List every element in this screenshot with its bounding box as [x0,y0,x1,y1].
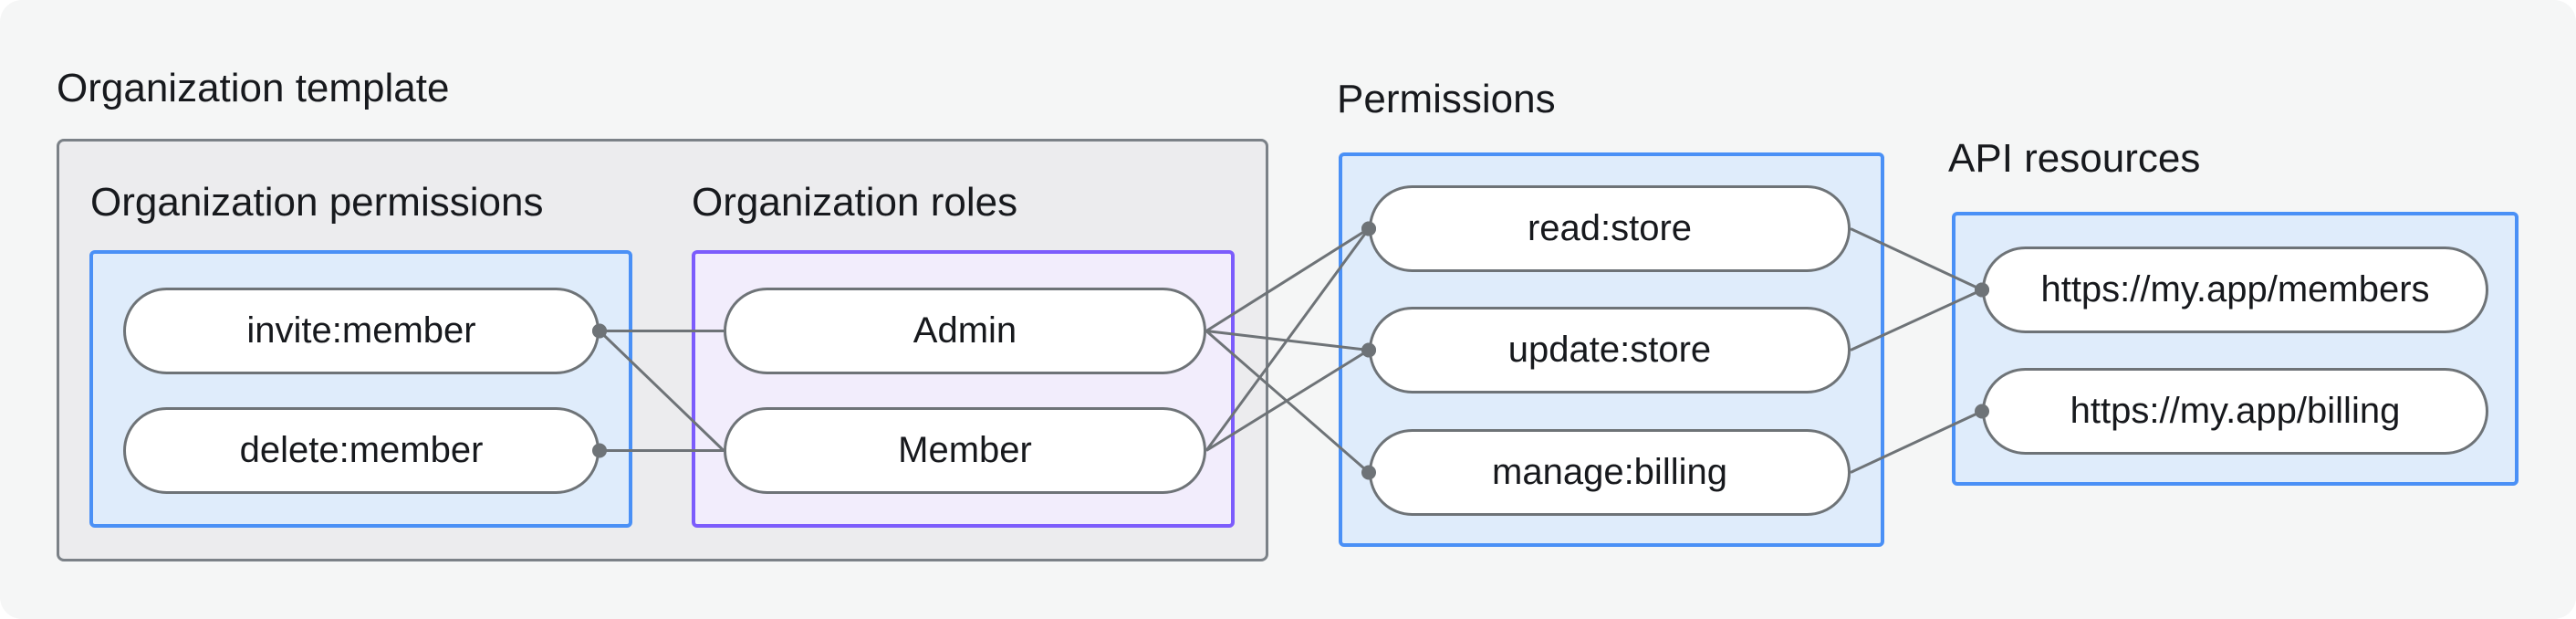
node-delete-member: delete:member [123,407,600,494]
node-update-store: update:store [1369,307,1851,393]
organization-permissions-label: Organization permissions [90,180,544,225]
node-api-billing-url: https://my.app/billing [1982,368,2488,455]
organization-template-label: Organization template [57,66,450,110]
organization-roles-label: Organization roles [692,180,1018,225]
node-member-role: Member [724,407,1206,494]
api-resources-label: API resources [1948,136,2201,181]
node-invite-member: invite:member [123,288,600,374]
node-read-store: read:store [1369,185,1851,272]
permissions-label: Permissions [1337,77,1556,121]
node-api-members-url: https://my.app/members [1982,247,2488,333]
node-manage-billing: manage:billing [1369,429,1851,516]
node-admin-role: Admin [724,288,1206,374]
